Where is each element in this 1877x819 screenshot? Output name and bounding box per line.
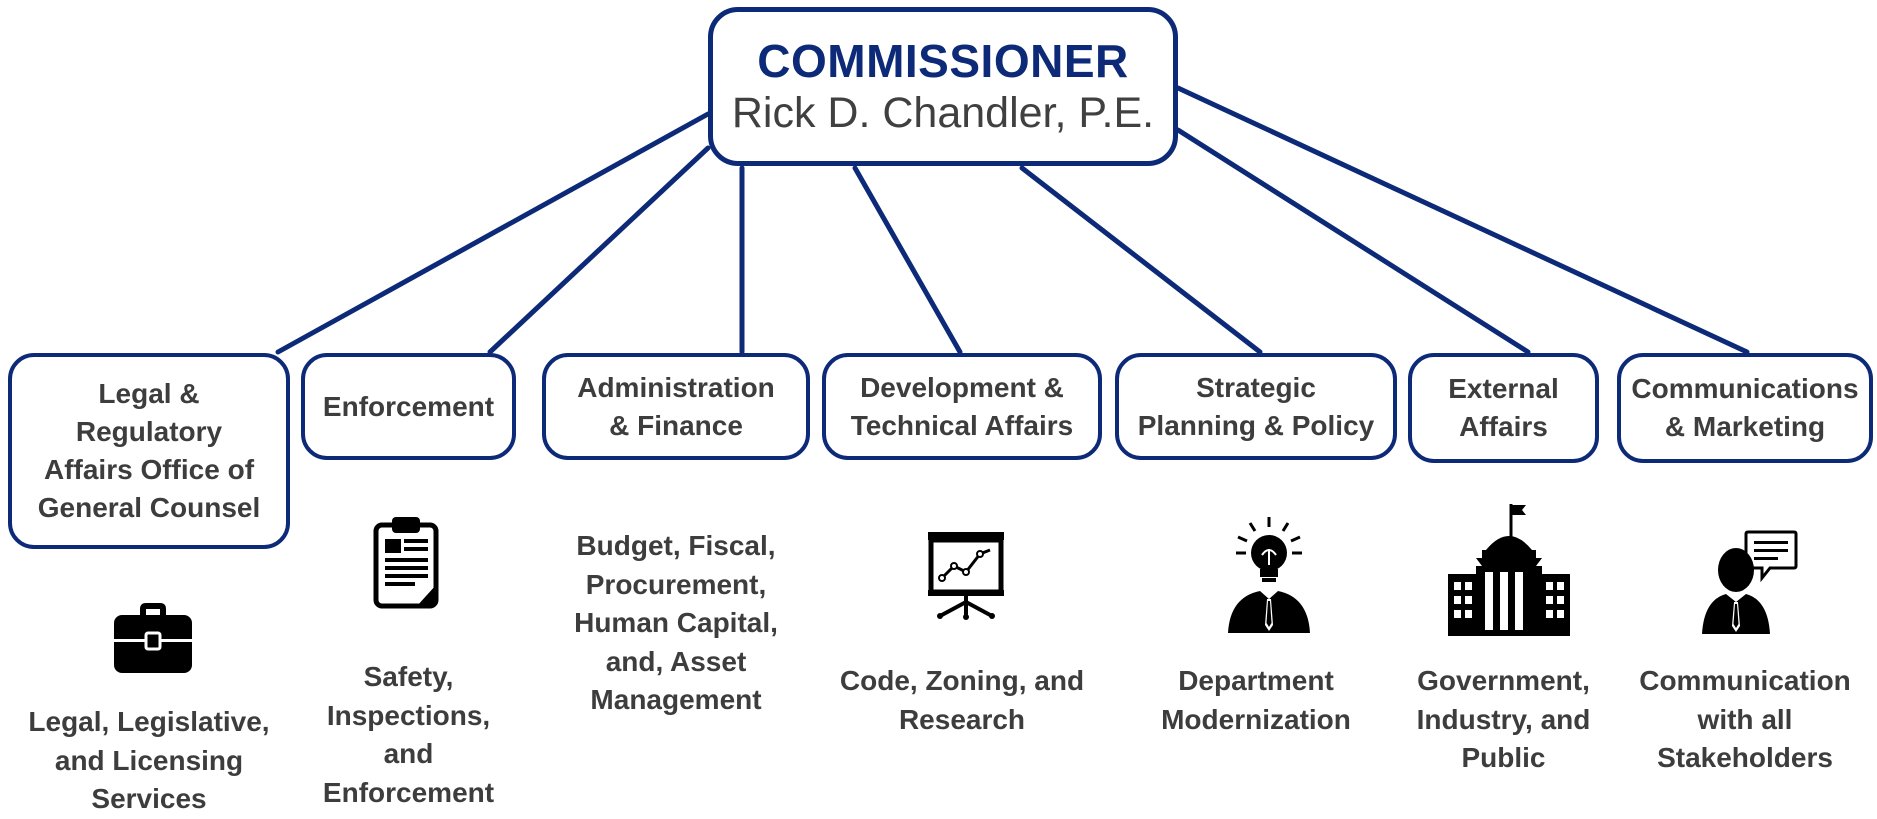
dept-label-line: Development & [860, 371, 1064, 403]
dept-label-line: Communications [1631, 373, 1859, 404]
connector-communications [1175, 85, 1750, 355]
dept-label-line: Regulatory [75, 416, 223, 447]
dept-box-enforcement: Enforcement [301, 353, 516, 460]
description-line: Safety, [363, 661, 454, 692]
dept-label-line: Technical Affairs [850, 409, 1074, 441]
description-line: Budget, Fiscal, [576, 530, 776, 561]
dept-description-legal: Legal, Legislative, and Licensing Servic… [8, 703, 290, 819]
description-line: Modernization [1161, 703, 1351, 735]
description-line: Legal, Legislative, [28, 706, 270, 737]
dept-box-strategic: Strategic Planning & Policy [1115, 353, 1397, 460]
dept-label-line: Administration [577, 371, 775, 403]
dept-label-line: & Finance [609, 409, 743, 441]
description-line: and Licensing [54, 744, 244, 776]
clipboard-icon [373, 517, 439, 609]
dept-description-communications: Communication with all Stakeholders [1617, 662, 1873, 778]
description-line: Communication [1639, 665, 1851, 696]
government-building-icon [1448, 504, 1570, 636]
description-line: Procurement, [585, 568, 767, 600]
description-line: Human Capital, [574, 607, 778, 638]
dept-description-external: Government, Industry, and Public [1408, 662, 1599, 778]
dept-label-line: & Marketing [1664, 411, 1826, 442]
dept-description-strategic: Department Modernization [1115, 662, 1397, 739]
commissioner-name: Rick D. Chandler, P.E. [731, 88, 1155, 137]
dept-description-administration: Budget, Fiscal, Procurement, Human Capit… [542, 527, 810, 720]
connector-development [852, 165, 963, 355]
dept-box-legal: Legal & Regulatory Affairs Office of Gen… [8, 353, 290, 549]
description-line: and [383, 738, 434, 769]
dept-label-line: Affairs [1459, 411, 1548, 442]
dept-description-development: Code, Zoning, and Research [822, 662, 1102, 739]
description-line: Inspections, [326, 699, 491, 731]
dept-label-line: Planning & Policy [1137, 409, 1375, 441]
dept-box-communications: Communications & Marketing [1617, 353, 1873, 463]
speaking-person-icon [1702, 530, 1798, 634]
dept-label-line: Legal & [98, 378, 200, 409]
description-line: Enforcement [322, 776, 495, 808]
description-line: Department [1178, 665, 1334, 696]
description-line: Services [91, 783, 207, 814]
description-line: with all [1697, 703, 1793, 735]
dept-label-line: Enforcement [322, 390, 495, 422]
dept-label-line: Affairs Office of [43, 454, 255, 485]
idea-person-icon [1228, 517, 1310, 633]
briefcase-icon [114, 603, 192, 673]
description-line: Stakeholders [1657, 742, 1833, 773]
description-line: Research [898, 703, 1026, 735]
dept-label-line: Strategic [1196, 371, 1316, 403]
connector-external [1175, 127, 1531, 355]
dept-description-enforcement: Safety, Inspections, and Enforcement [301, 658, 516, 812]
description-line: Code, Zoning, and [839, 665, 1085, 696]
description-line: and, Asset [605, 645, 747, 677]
dept-box-external: External Affairs [1408, 353, 1599, 463]
connector-strategic [1019, 165, 1263, 355]
dept-box-development: Development & Technical Affairs [822, 353, 1102, 460]
description-line: Management [590, 684, 762, 715]
description-line: Government, [1417, 665, 1590, 696]
connector-legal [275, 111, 711, 355]
dept-box-administration: Administration & Finance [542, 353, 810, 460]
dept-label-line: External [1448, 373, 1559, 404]
commissioner-box: COMMISSIONER Rick D. Chandler, P.E. [708, 7, 1178, 166]
commissioner-title: COMMISSIONER [757, 34, 1129, 87]
dept-label-line: General Counsel [37, 492, 261, 523]
description-line: Public [1461, 742, 1546, 773]
connector-enforcement [487, 145, 711, 355]
presentation-chart-icon [928, 532, 1004, 620]
description-line: Industry, and [1416, 703, 1591, 735]
